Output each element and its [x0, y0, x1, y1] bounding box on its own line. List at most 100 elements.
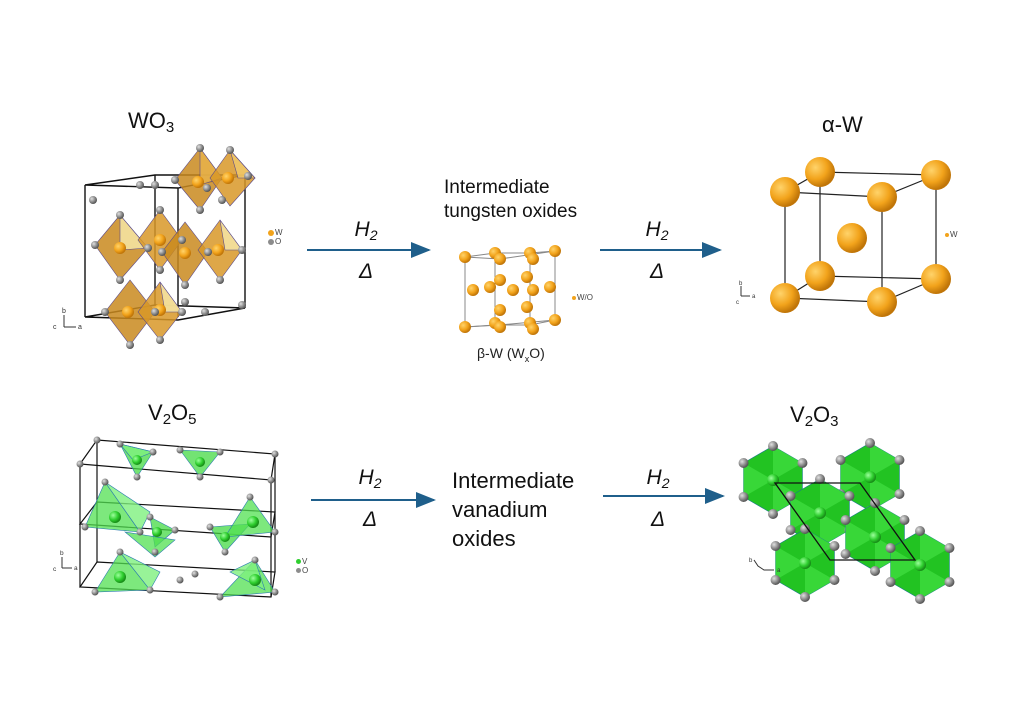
v2o3-oxygen-atom: [815, 474, 825, 484]
alpha-w-crystal-structure: [770, 157, 951, 317]
beta-w-atom: [527, 323, 539, 335]
v2o3-facet: [875, 537, 905, 571]
v2o3-facet: [845, 520, 875, 554]
v2o3-oxygen-atom: [899, 515, 910, 525]
svg-text:c: c: [736, 300, 739, 306]
v2o3-oxygen-atom: [768, 509, 778, 519]
svg-text:b: b: [62, 308, 66, 315]
v2o3-oxygen-atom: [738, 492, 749, 502]
beta-w-atom: [467, 284, 479, 296]
alpha-w-atoms: [770, 157, 951, 317]
v2o3-oxygen-atom: [738, 458, 749, 468]
v2o3-facet: [875, 503, 905, 537]
v2o5-legend: V O: [296, 557, 308, 575]
wo3-legend: W O: [268, 228, 283, 246]
svg-text:a: a: [78, 324, 82, 331]
svg-text:b: b: [739, 281, 743, 287]
v2o3-facet: [773, 446, 803, 480]
v2o3-oxygen-atom: [944, 543, 955, 553]
svg-text:a: a: [74, 565, 78, 572]
v2o5-oxygen-atoms: [76, 436, 279, 601]
beta-w-atom: [459, 251, 471, 263]
wo3-oxygen-atoms: [89, 144, 252, 349]
tungsten-legend-dot: [268, 229, 274, 236]
v2o5-vanadium-atoms: [109, 455, 261, 586]
v2o3-oxygen-atom: [797, 458, 808, 468]
beta-w-atom: [494, 274, 506, 286]
beta-w-atom: [521, 301, 533, 313]
v2o3-label: V2O3: [790, 402, 839, 430]
w-arrow1-heat: Δ: [358, 260, 374, 283]
w-arrow1-reagent: H2: [354, 218, 378, 243]
v2o3-vanadium-atom: [767, 474, 779, 486]
v2o3-facet: [805, 563, 835, 597]
v2o5-unit-cell: [78, 439, 276, 598]
beta-w-atom: [484, 281, 496, 293]
wo3-crystal-structure: [84, 144, 256, 349]
vanadium-legend-dot: [296, 559, 301, 565]
v2o3-oxygen-atom: [840, 515, 851, 525]
beta-w-atom: [549, 245, 561, 257]
v2o3-vanadium-atom: [864, 471, 876, 483]
v-arrow2-reagent: H2: [646, 466, 670, 491]
v2o3-oxygen-atom: [835, 455, 846, 465]
v2o3-vanadium-atom: [799, 557, 811, 569]
v2o3-facet: [790, 496, 820, 530]
v2o3-oxygen-atom: [885, 543, 896, 553]
oxygen-legend-dot: [268, 238, 274, 245]
v2o3-oxygen-atom: [770, 541, 781, 551]
wo3-label: WO3: [128, 108, 175, 136]
v2o3-oxygen-atom: [885, 577, 896, 587]
w-arrow1: [307, 242, 431, 258]
beta-w-atom: [494, 253, 506, 265]
w-arrow2-reagent: H2: [645, 218, 669, 243]
wo3-axes-icon: b c a: [53, 308, 82, 331]
beta-w-atom: [549, 314, 561, 326]
v2o3-axes-icon: b a: [749, 558, 781, 574]
v2o3-facet: [820, 513, 850, 547]
v-arrow2: [603, 488, 725, 504]
v2o3-vanadium-atom: [869, 531, 881, 543]
v2o3-vanadium-atom: [914, 559, 926, 571]
v2o3-oxygen-atom: [785, 525, 796, 535]
beta-w-legend: W/O: [572, 293, 593, 302]
v-arrow1-heat: Δ: [362, 508, 378, 531]
v2o3-vanadium-atom: [814, 507, 826, 519]
v2o5-axes-icon: b c a: [53, 550, 78, 573]
alpha-w-axes-icon: b c a: [736, 281, 756, 306]
v2o3-oxygen-atom: [894, 455, 905, 465]
v2o3-oxygen-atom: [944, 577, 955, 587]
oxygen-legend-dot: [296, 568, 301, 574]
v2o3-oxygen-atom: [894, 489, 905, 499]
v2o3-facet: [820, 479, 850, 513]
v2o3-facet: [775, 546, 805, 580]
svg-text:b: b: [749, 558, 753, 564]
v2o3-oxygen-atom: [800, 524, 810, 534]
v2o3-unit-cell: [773, 482, 917, 561]
beta-w-atom: [507, 284, 519, 296]
v2o5-crystal-structure: [76, 436, 279, 601]
v2o3-facet: [920, 531, 950, 565]
svg-text:c: c: [53, 566, 57, 573]
svg-text:b: b: [60, 550, 64, 557]
beta-w-crystal-structure: [459, 245, 561, 335]
intermediate-vanadium-title: Intermediate vanadium oxides: [452, 468, 575, 551]
beta-w-atom: [527, 253, 539, 265]
v2o3-oxygen-atom: [840, 549, 851, 559]
v2o3-oxygen-atom: [770, 575, 781, 585]
v2o3-facet: [920, 565, 950, 599]
v-arrow1: [311, 492, 436, 508]
beta-w-atom: [494, 304, 506, 316]
svg-text:a: a: [752, 294, 756, 300]
beta-w-atom: [544, 281, 556, 293]
alpha-w-legend: W: [945, 230, 958, 239]
v2o5-label: V2O5: [148, 400, 197, 428]
v2o3-crystal-structure: [738, 438, 955, 604]
v2o3-oxygen-atom: [768, 441, 778, 451]
v2o3-facet: [840, 460, 870, 494]
w-arrow2: [600, 242, 722, 258]
beta-w-atom: [494, 321, 506, 333]
v2o3-oxygen-atom: [800, 592, 810, 602]
v2o3-facet: [743, 463, 773, 497]
v2o3-facet: [890, 548, 920, 582]
